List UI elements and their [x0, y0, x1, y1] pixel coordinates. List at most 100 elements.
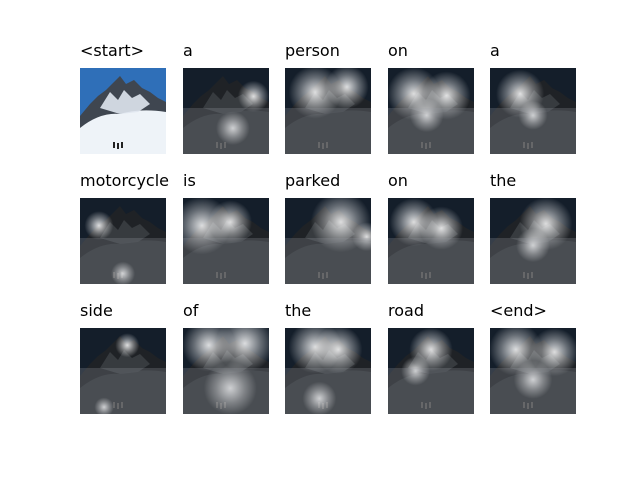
attention-map	[388, 198, 474, 284]
attention-blob	[401, 356, 430, 386]
token-label: on	[388, 171, 408, 190]
attention-haze	[388, 238, 474, 284]
attention-haze	[388, 368, 474, 414]
attention-map	[490, 68, 576, 154]
attention-haze	[490, 238, 576, 284]
attention-map	[80, 328, 166, 414]
attention-map	[285, 198, 371, 284]
skier-figure	[117, 143, 119, 149]
skier-figure	[429, 142, 431, 148]
source-photo	[80, 68, 166, 154]
skier-figure	[429, 272, 431, 278]
snow-slope	[80, 110, 166, 154]
skier-figure	[121, 402, 123, 408]
attention-haze	[183, 368, 269, 414]
token-label: road	[388, 301, 424, 320]
skier-figure	[113, 142, 115, 148]
skier-figure	[421, 142, 423, 148]
token-label: person	[285, 41, 340, 60]
skier-figure	[224, 142, 226, 148]
skier-figure	[220, 273, 222, 279]
skier-figure	[326, 142, 328, 148]
attention-blob	[94, 397, 114, 414]
attention-blob	[513, 360, 553, 399]
skier-figure	[318, 142, 320, 148]
skier-figure	[326, 272, 328, 278]
attention-haze	[285, 368, 371, 414]
attention-map	[183, 328, 269, 414]
snow-slope	[490, 110, 576, 154]
attention-blob	[302, 381, 337, 414]
attention-haze	[183, 238, 269, 284]
skier-figure	[224, 272, 226, 278]
skier-figure	[531, 272, 533, 278]
skier-figure	[531, 142, 533, 148]
attention-map	[388, 68, 474, 154]
skier-figure	[523, 402, 525, 408]
skier-figure	[425, 403, 427, 409]
skier-figure	[117, 403, 119, 409]
attention-map	[183, 198, 269, 284]
attention-blob	[208, 200, 252, 244]
attention-blob	[314, 328, 363, 374]
snow-slope	[285, 240, 371, 284]
snow-peaks	[100, 350, 150, 374]
skier-figure	[527, 143, 529, 149]
token-label: the	[285, 301, 312, 320]
skier-figure	[421, 402, 423, 408]
token-label: <end>	[490, 301, 547, 320]
skier-figure	[113, 402, 115, 408]
skier-figure	[322, 143, 324, 149]
skier-figure	[421, 272, 423, 278]
snow-peaks	[100, 90, 150, 114]
attention-haze	[80, 368, 166, 414]
attention-haze	[183, 108, 269, 154]
snow-slope	[388, 240, 474, 284]
skier-figure	[216, 272, 218, 278]
skier-figure	[527, 273, 529, 279]
token-label: on	[388, 41, 408, 60]
attention-blob	[325, 68, 369, 109]
skier-figure	[531, 402, 533, 408]
attention-haze	[490, 108, 576, 154]
snow-slope	[388, 110, 474, 154]
skier-figure	[220, 143, 222, 149]
token-label: the	[490, 171, 517, 190]
attention-blob	[352, 222, 371, 252]
token-label: is	[183, 171, 196, 190]
attention-blob	[516, 228, 550, 263]
token-label: of	[183, 301, 199, 320]
attention-map	[285, 68, 371, 154]
skier-figure	[121, 142, 123, 148]
attention-blob	[110, 261, 136, 284]
snow-slope	[285, 110, 371, 154]
token-label: side	[80, 301, 113, 320]
attention-map	[80, 198, 166, 284]
skier-figure	[425, 273, 427, 279]
token-label: <start>	[80, 41, 145, 60]
attention-map	[490, 328, 576, 414]
attention-blob	[237, 80, 269, 113]
skier-figure	[429, 402, 431, 408]
skier-figure	[216, 142, 218, 148]
attention-map	[285, 328, 371, 414]
attention-blob	[115, 333, 140, 358]
token-label: a	[490, 41, 500, 60]
attention-haze	[285, 108, 371, 154]
token-label: motorcycle	[80, 171, 170, 190]
skier-figure	[523, 272, 525, 278]
attention-haze	[285, 238, 371, 284]
skier-figure	[318, 272, 320, 278]
token-label: parked	[285, 171, 341, 190]
token-label: a	[183, 41, 193, 60]
attention-blob	[84, 211, 114, 240]
skier-figure	[527, 403, 529, 409]
attention-haze	[80, 238, 166, 284]
attention-haze	[490, 368, 576, 414]
attention-blob	[203, 361, 257, 414]
attention-map	[183, 68, 269, 154]
attention-haze	[388, 108, 474, 154]
attention-blob	[419, 206, 463, 250]
attention-blob	[216, 111, 250, 146]
attention-map	[490, 198, 576, 284]
